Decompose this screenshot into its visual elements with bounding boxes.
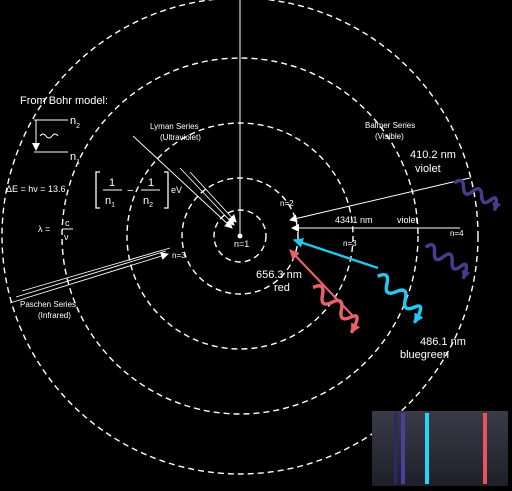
bluegreen-wavelength: 486.1 nm	[420, 336, 466, 348]
lyman-transitions	[132, 135, 237, 229]
bohr-title: From Bohr model:	[20, 95, 108, 107]
nucleus	[237, 233, 243, 239]
frac1-num: 1	[109, 177, 115, 189]
photon-wave-small	[39, 133, 59, 139]
level-upper-label: n2	[70, 115, 80, 130]
orbit-label-n3: n=3	[343, 239, 357, 248]
bluegreen-color: bluegreen	[400, 349, 449, 361]
violet-photon-2	[424, 242, 471, 280]
energy-formula-lhs: ΔE = hν = 13.6	[6, 184, 66, 194]
orbit-n4	[61, 57, 419, 415]
violet-434-color: violet	[397, 215, 419, 225]
spectrum-line-violet-410	[394, 413, 397, 484]
spectrum-line-red	[483, 413, 487, 484]
violet-410-transition	[289, 177, 471, 223]
paschen-transitions	[9, 247, 171, 304]
frac-minus: −	[127, 185, 133, 197]
violet-410-color: violet	[415, 163, 441, 175]
frac2-num: 1	[148, 177, 154, 189]
spectrum-panel	[372, 411, 508, 486]
lyman-label-2: (Ultraviolet)	[160, 133, 201, 142]
bohr-model-block: From Bohr model: n2 n1 ΔE = hν = 13.6 1 …	[6, 95, 182, 242]
violet-434-wavelength: 434.1 nm	[335, 215, 373, 225]
spectrum-line-bluegreen	[425, 413, 429, 484]
lyman-label-1: Lyman Series	[150, 122, 199, 131]
bluegreen-photon	[377, 272, 424, 324]
bracket-left	[95, 171, 100, 209]
red-wavelength: 656.3 nm	[256, 269, 302, 281]
bluegreen-transition	[293, 238, 379, 270]
balmer-label-2: (Visible)	[375, 132, 404, 141]
lyman-line-1	[132, 135, 233, 229]
paschen-line-3	[21, 247, 171, 292]
orbit-label-n3-left: n=3	[172, 251, 186, 260]
orbit-label-n2: n=2	[280, 199, 294, 208]
paschen-line-1	[9, 252, 169, 304]
frac1-den: n1	[105, 195, 115, 209]
energy-unit: eV	[171, 185, 182, 195]
paschen-label-1: Paschen Series	[20, 300, 76, 309]
lyman-line-2	[179, 167, 235, 226]
level-lower-label: n1	[70, 151, 80, 166]
lambda-lhs: λ =	[38, 224, 50, 234]
nucleus-label: n=1	[234, 239, 249, 249]
violet-photon-1	[453, 178, 502, 212]
red-color: red	[274, 282, 290, 294]
lambda-den: ν	[64, 232, 69, 242]
paschen-line-2	[15, 250, 167, 298]
lambda-num: c	[65, 218, 70, 228]
orbit-label-n4: n=4	[450, 229, 464, 238]
orbit-n5	[1, 0, 479, 475]
lyman-line-3	[189, 171, 237, 223]
violet-410-wavelength: 410.2 nm	[410, 149, 456, 161]
red-photon	[312, 284, 361, 334]
bracket-right	[164, 171, 169, 209]
balmer-label-1: Balmer Series	[365, 121, 415, 130]
emission-spectrum	[372, 411, 508, 486]
paschen-label-2: (Infrared)	[38, 311, 71, 320]
spectrum-line-violet-434	[401, 413, 405, 484]
frac2-den: n2	[143, 195, 153, 209]
